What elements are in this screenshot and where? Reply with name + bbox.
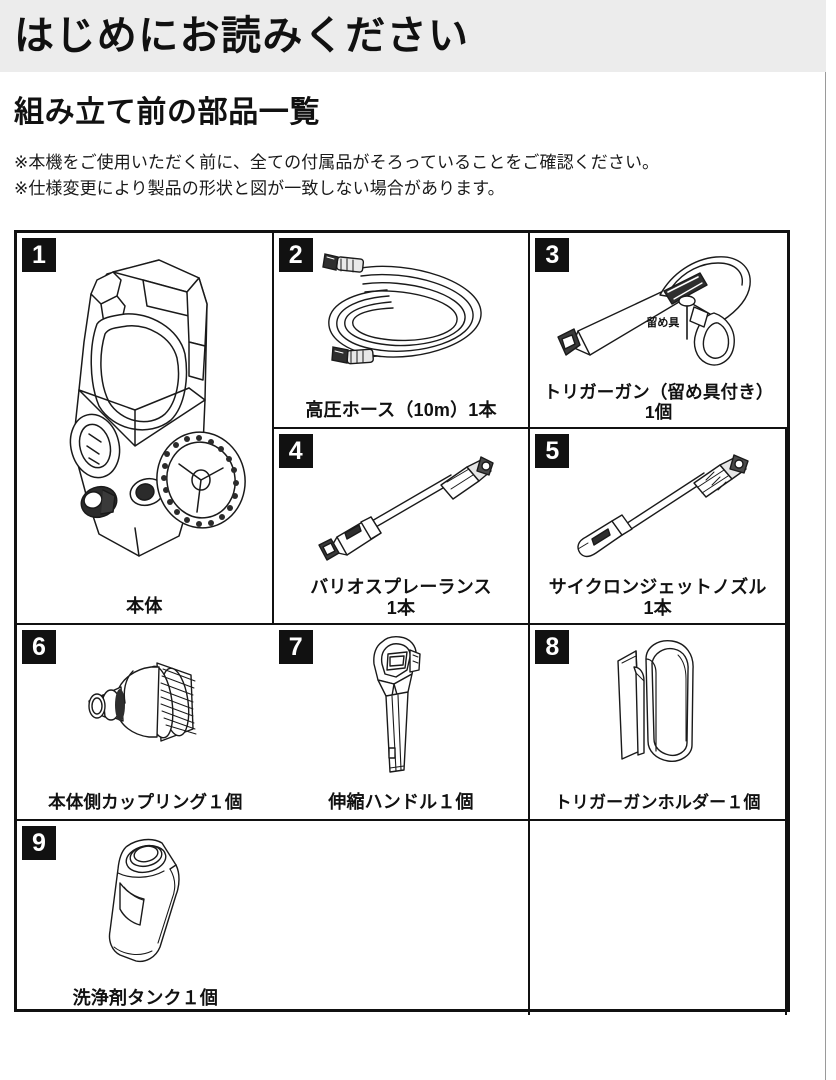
page-header-band: はじめにお読みください	[0, 0, 826, 72]
parts-cell-9: 9	[17, 821, 274, 1015]
part-number-badge-2: 2	[278, 238, 313, 272]
part-caption-7: 伸縮ハンドル１個	[328, 791, 474, 812]
parts-list-table: 1	[14, 230, 790, 1015]
illustration-cyclone-jet-nozzle	[530, 429, 785, 623]
parts-cell-8: 8	[530, 625, 787, 821]
illustration-vario-spray-lance	[274, 429, 529, 623]
callout-label-clip: 留め具	[646, 317, 680, 329]
parts-cell-5: 5	[530, 429, 787, 625]
part-number-badge-6: 6	[22, 630, 56, 664]
illustration-trigger-gun-holder	[530, 625, 785, 819]
illustration-telescopic-handle	[274, 625, 529, 819]
part-caption-9: 洗浄剤タンク１個	[72, 987, 219, 1008]
parts-cell-2: 2	[273, 233, 531, 429]
parts-cell-7: 7	[273, 625, 531, 821]
illustration-trigger-gun	[530, 233, 787, 427]
part-number-badge-7: 7	[278, 630, 313, 664]
part-caption-5: サイクロンジェットノズル 1本	[548, 576, 767, 618]
part-caption-2: 高圧ホース（10m）1本	[305, 399, 497, 420]
part-number-badge-4: 4	[278, 434, 313, 468]
part-number-badge-1: 1	[22, 238, 56, 272]
parts-cell-3: 3	[530, 233, 787, 429]
parts-cell-4: 4	[273, 429, 531, 625]
parts-cell-empty-2	[530, 821, 787, 1015]
part-caption-4: バリオスプレーランス 1本	[310, 576, 492, 618]
note-line-2: ※仕様変更により製品の形状と図が一致しない場合があります。	[14, 179, 505, 199]
illustration-body-side-coupling	[17, 625, 274, 819]
illustration-high-pressure-hose-coil	[274, 233, 529, 427]
parts-cell-1: 1	[17, 233, 274, 625]
page-title: はじめにお読みください	[14, 14, 470, 58]
part-caption-3: トリガーガン（留め具付き） 1個	[543, 381, 774, 423]
part-caption-8: トリガーガンホルダー１個	[554, 792, 761, 812]
note-line-1: ※本機をご使用いただく前に、全ての付属品がそろっていることをご確認ください。	[14, 153, 660, 172]
part-caption-1: 本体	[126, 595, 163, 616]
illustration-pressure-washer-body	[17, 233, 272, 623]
section-heading: 組み立て前の部品一覧	[14, 96, 320, 129]
part-number-badge-5: 5	[535, 434, 570, 468]
page-edge-rule	[825, 0, 826, 1080]
part-caption-6: 本体側カップリング１個	[48, 792, 243, 813]
parts-cell-6: 6	[17, 625, 274, 821]
illustration-detergent-tank	[17, 821, 274, 1015]
part-number-badge-8: 8	[535, 630, 570, 664]
parts-cell-empty-1	[274, 821, 531, 1015]
part-number-badge-9: 9	[22, 826, 56, 860]
part-number-badge-3: 3	[535, 238, 570, 272]
notes-block: ※本機をご使用いただく前に、全ての付属品がそろっていることをご確認ください。 ※…	[14, 150, 814, 203]
